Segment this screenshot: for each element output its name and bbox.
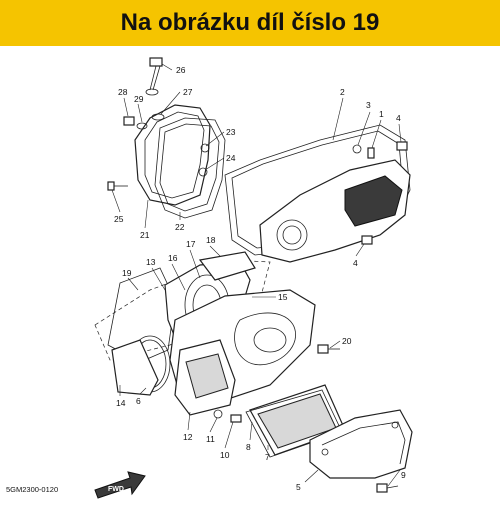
callout-19: 19 [122, 268, 132, 278]
callout-18: 18 [206, 235, 216, 245]
callout-23: 23 [226, 127, 236, 137]
callout-1: 1 [379, 109, 384, 119]
callout-13: 13 [146, 257, 156, 267]
callout-6: 6 [136, 396, 141, 406]
callout-10: 10 [220, 450, 230, 460]
callout-27: 27 [183, 87, 193, 97]
callout-3: 3 [366, 100, 371, 110]
callout-15: 15 [278, 292, 288, 302]
callout-12: 12 [183, 432, 193, 442]
banner-title: Na obrázku díl číslo 19 [120, 9, 380, 36]
inner-cover-assembly [94, 251, 340, 423]
callout-29: 29 [134, 94, 144, 104]
callout-22: 22 [175, 222, 185, 232]
callout-2: 2 [340, 87, 345, 97]
callout-26: 26 [176, 65, 186, 75]
callout-21: 21 [140, 230, 150, 240]
callout-25: 25 [114, 214, 124, 224]
callout-16: 16 [168, 253, 178, 263]
oil-filler-cover-assembly [107, 57, 226, 219]
callout-17: 17 [186, 239, 196, 249]
forward-arrow-icon: FWD [94, 471, 146, 499]
air-filter-cover-assembly [245, 384, 413, 493]
callout-11: 11 [206, 434, 215, 444]
callout-24: 24 [226, 153, 236, 163]
title-banner: Na obrázku díl číslo 19 [0, 0, 500, 46]
exploded-view-svg: FWD 26 27 28 2 [94, 57, 413, 499]
callout-9: 9 [401, 470, 406, 480]
forward-arrow-label: FWD [108, 486, 124, 493]
callout-5: 5 [296, 482, 301, 492]
callout-8: 8 [246, 442, 251, 452]
callout-7: 7 [265, 452, 270, 462]
crankcase-cover-assembly [224, 124, 411, 263]
leader-lines [111, 63, 402, 487]
callout-14: 14 [116, 398, 126, 408]
callout-4-bottom: 4 [353, 258, 358, 268]
callout-numbers: 26 27 28 29 23 24 25 21 22 2 3 1 4 4 17 … [114, 65, 406, 492]
callout-20: 20 [342, 336, 352, 346]
callout-4-top: 4 [396, 113, 401, 123]
diagram-code: 5GM2300-0120 [6, 485, 59, 494]
callout-28: 28 [118, 87, 128, 97]
parts-diagram: FWD 26 27 28 2 [0, 46, 500, 500]
